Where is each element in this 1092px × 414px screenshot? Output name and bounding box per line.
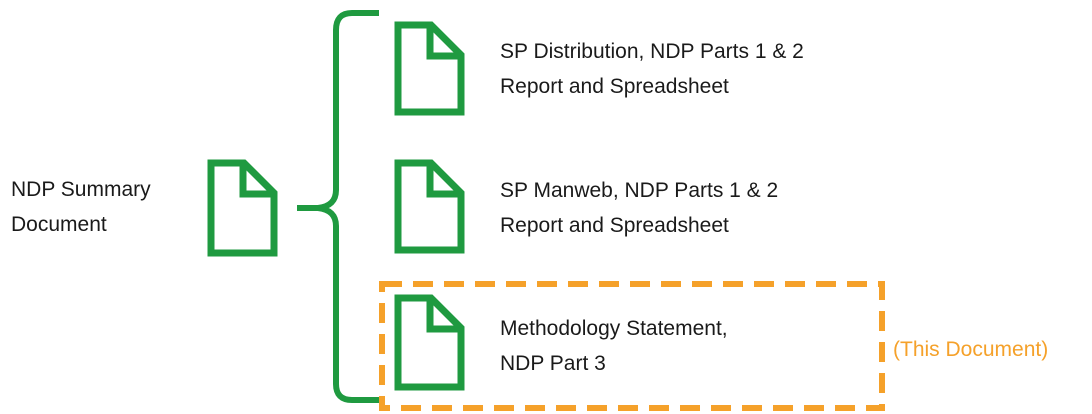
this-document-highlight-box <box>379 281 885 411</box>
document-label-2-line1: SP Manweb, NDP Parts 1 & 2 <box>500 179 779 202</box>
document-label-2: SP Manweb, NDP Parts 1 & 2 Report and Sp… <box>500 173 778 243</box>
document-label-1-line2: Report and Spreadsheet <box>500 75 729 98</box>
document-label-3: Methodology Statement, NDP Part 3 <box>500 311 728 381</box>
document-label-3-line1: Methodology Statement, <box>500 317 728 340</box>
document-label-2-line2: Report and Spreadsheet <box>500 214 729 237</box>
document-icon-3 <box>394 294 465 391</box>
summary-document-icon <box>207 159 278 257</box>
document-icon-2 <box>394 159 465 254</box>
document-label-3-line2: NDP Part 3 <box>500 352 606 375</box>
summary-label: NDP Summary Document <box>11 178 151 236</box>
document-label-1: SP Distribution, NDP Parts 1 & 2 Report … <box>500 34 804 104</box>
document-label-1-line1: SP Distribution, NDP Parts 1 & 2 <box>500 40 804 63</box>
this-document-label: (This Document) <box>893 338 1049 361</box>
grouping-bracket <box>297 10 379 403</box>
document-icon-1 <box>394 21 465 116</box>
